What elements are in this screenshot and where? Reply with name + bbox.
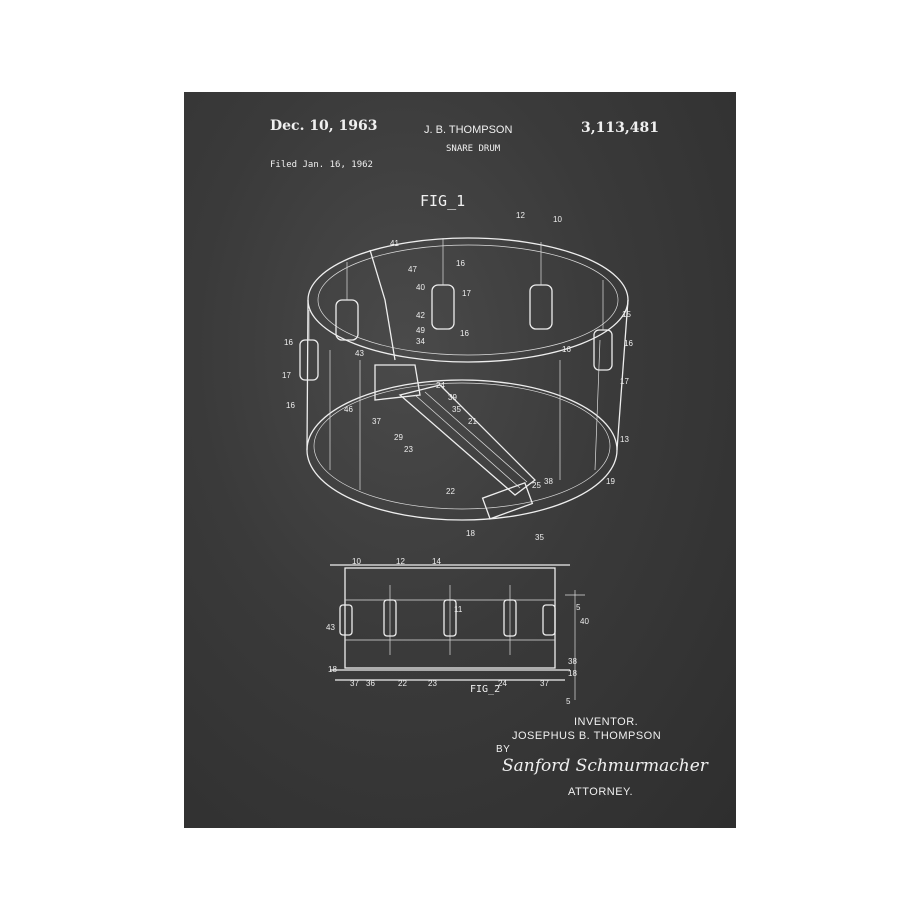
reference-number: 21 [468,417,477,426]
reference-number: 16 [562,345,571,354]
reference-number: 36 [366,679,375,688]
reference-number: 23 [404,445,413,454]
inventor-header: J. B. THOMPSON [424,124,513,136]
drum-drawing: 12 10 41 47 16 40 17 42 49 34 43 16 17 1… [282,211,633,706]
reference-number: 10 [553,215,562,224]
reference-number: 34 [416,337,425,346]
reference-number: 15 [622,310,631,319]
reference-number: 16 [284,338,293,347]
reference-number: 16 [286,401,295,410]
reference-number: 47 [408,265,417,274]
fig2-label: FIG_2 [470,684,501,695]
reference-number: 18 [328,665,337,674]
reference-number: 39 [448,393,457,402]
fig2-drum [330,564,585,700]
patent-title: SNARE DRUM [446,144,501,154]
reference-number: 35 [535,533,544,542]
reference-number: 35 [452,405,461,414]
filed-date: Filed Jan. 16, 1962 [270,160,373,170]
fig1-reference-numbers: 12 10 41 47 16 40 17 42 49 34 43 16 17 1… [282,211,633,542]
reference-number: 37 [540,679,549,688]
reference-number: 24 [436,381,445,390]
reference-number: 49 [416,326,425,335]
reference-number: 17 [282,371,291,380]
reference-number: 38 [568,657,577,666]
reference-number: 29 [394,433,403,442]
patent-number: 3,113,481 [581,120,659,136]
reference-number: 17 [620,377,629,386]
reference-number: 38 [544,477,553,486]
reference-number: 43 [326,623,335,632]
reference-number: 22 [446,487,455,496]
reference-number: 16 [624,339,633,348]
reference-number: 25 [532,481,541,490]
reference-number: 24 [498,679,507,688]
reference-number: 17 [462,289,471,298]
attorney-caption: ATTORNEY. [568,786,634,798]
attorney-signature: Sanford Schmurmacher [502,756,708,776]
reference-number: 42 [416,311,425,320]
inventor-name: JOSEPHUS B. THOMPSON [512,730,662,742]
reference-number: 46 [344,405,353,414]
reference-number: 19 [606,477,615,486]
reference-number: 37 [372,417,381,426]
reference-number: 12 [396,557,405,566]
reference-number: 18 [466,529,475,538]
reference-number: 13 [620,435,629,444]
reference-number: 11 [454,605,463,614]
reference-number: 14 [432,557,441,566]
reference-number: 18 [568,669,577,678]
reference-number: 40 [580,617,589,626]
reference-number: 22 [398,679,407,688]
fig2-reference-numbers: 10 12 14 5 40 43 18 37 36 22 23 24 37 38… [326,557,589,706]
by-label: BY [496,744,511,755]
reference-number: 16 [456,259,465,268]
fig1-drum [299,237,629,521]
reference-number: 5 [566,697,571,706]
inventor-caption: INVENTOR. [574,716,639,728]
reference-number: 41 [390,239,399,248]
reference-number: 12 [516,211,525,220]
reference-number: 37 [350,679,359,688]
fig1-label: FIG_1 [420,192,466,210]
reference-number: 16 [460,329,469,338]
reference-number: 5 [576,603,581,612]
chalkboard-patent-poster: Dec. 10, 1963 J. B. THOMPSON SNARE DRUM … [184,92,736,828]
reference-number: 43 [355,349,364,358]
reference-number: 40 [416,283,425,292]
reference-number: 23 [428,679,437,688]
patent-date: Dec. 10, 1963 [270,118,378,134]
reference-number: 10 [352,557,361,566]
